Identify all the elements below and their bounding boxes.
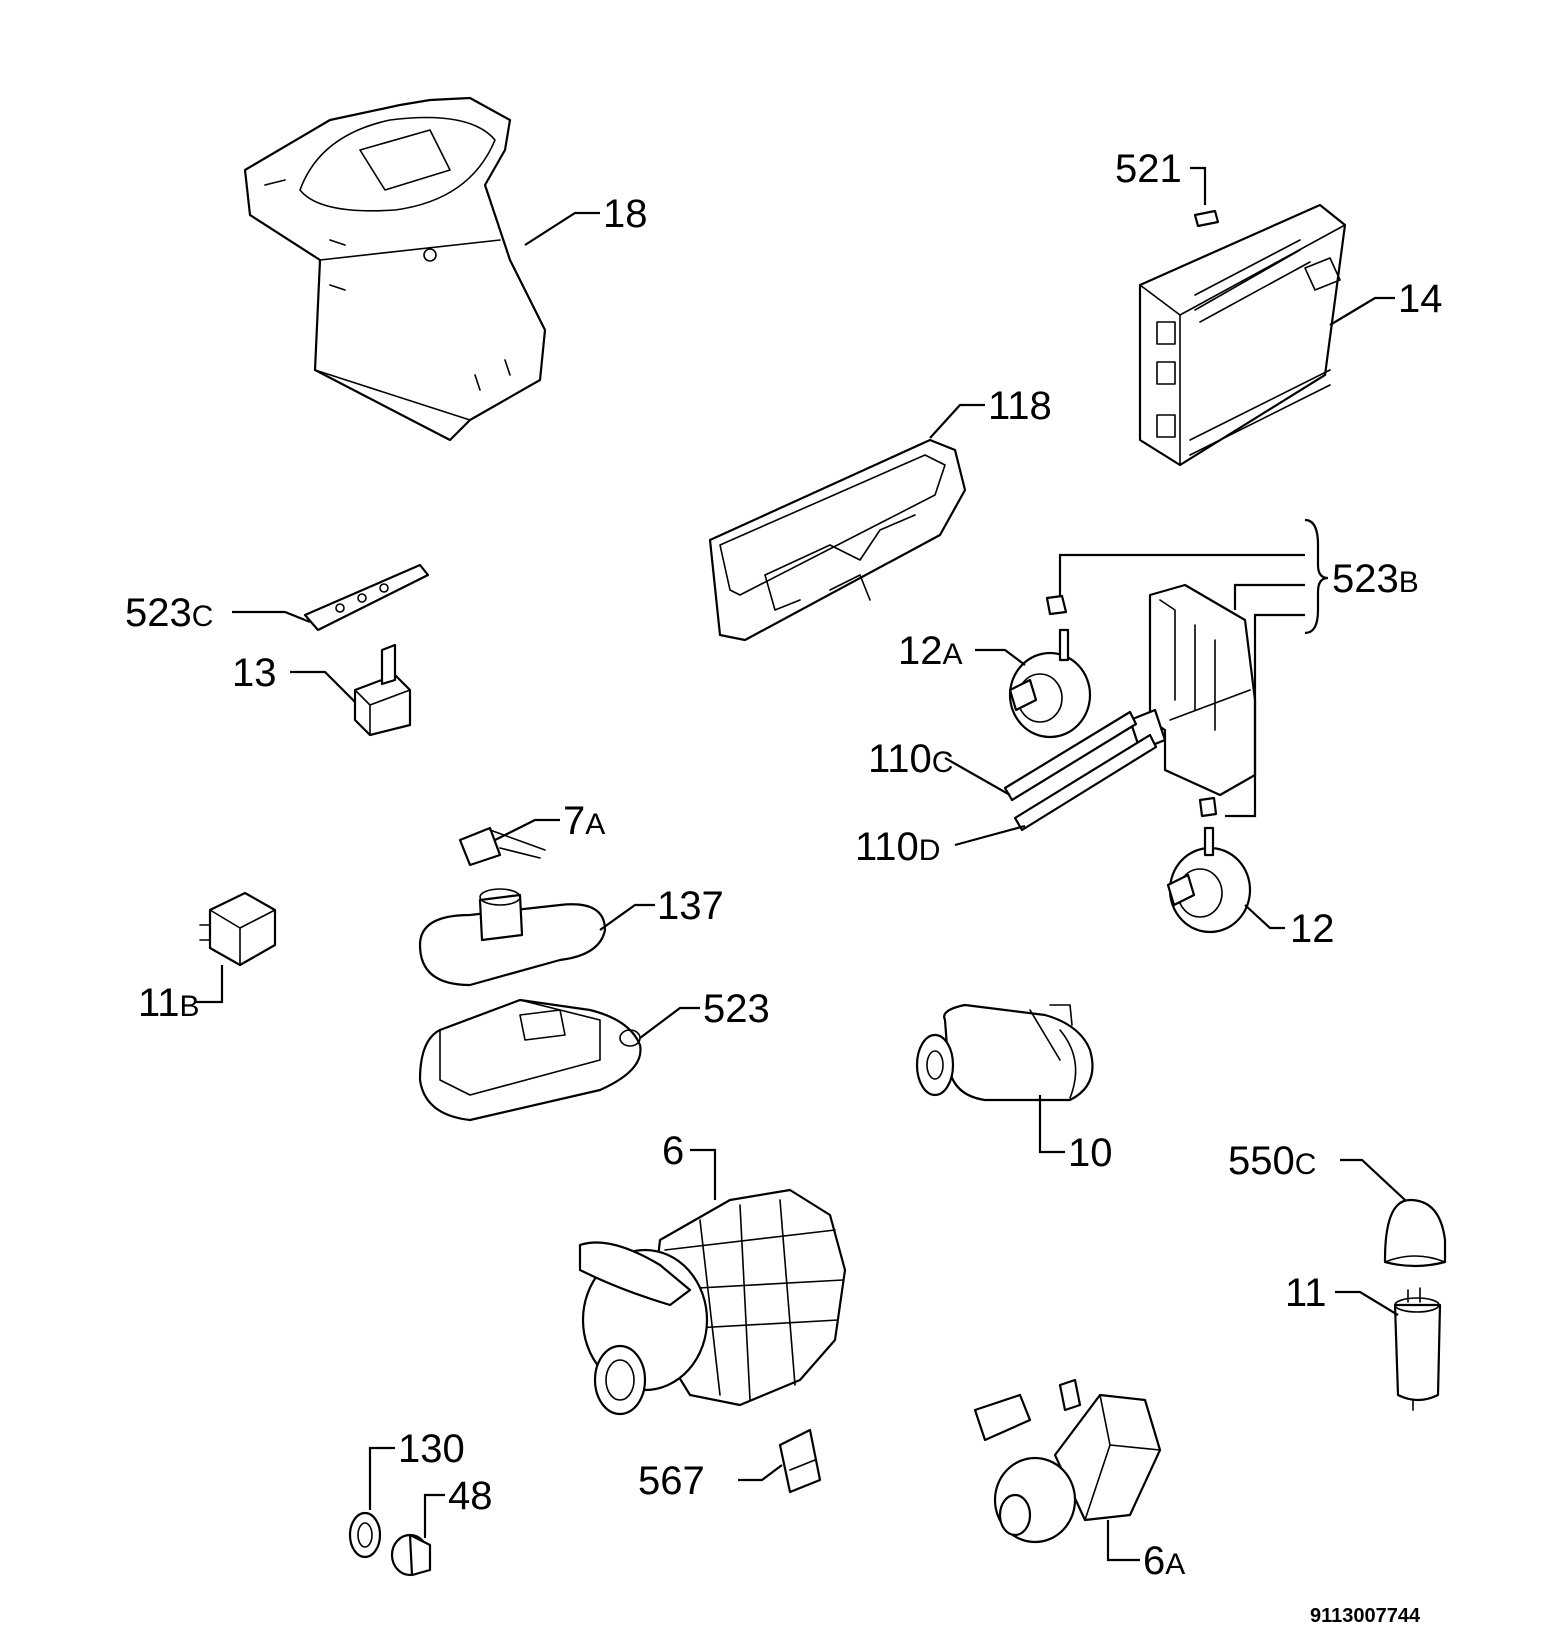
leader-523b-brace <box>1304 518 1329 635</box>
callout-118: 118 <box>988 384 1052 428</box>
leader-lines <box>195 166 1406 1562</box>
part-521-small-chip <box>1193 209 1220 228</box>
part-6-circulation-pump <box>578 1188 847 1416</box>
callout-13: 13 <box>232 651 277 695</box>
leader-12 <box>1244 904 1285 930</box>
callout-10: 10 <box>1068 1131 1113 1175</box>
leader-521 <box>1190 166 1207 205</box>
callout-521: 521 <box>1115 147 1182 191</box>
part-12a-pressure-switch <box>1008 594 1092 739</box>
leader-18 <box>524 211 600 246</box>
part-523-sensor-housing <box>418 998 642 1122</box>
leader-523b-mid <box>1233 583 1305 610</box>
part-567-clip <box>778 1428 822 1494</box>
callout-11: 11 <box>1285 1271 1327 1315</box>
leader-567 <box>738 1464 783 1482</box>
part-110c-hose <box>1003 710 1138 802</box>
part-13-switch <box>353 643 412 737</box>
callout-567: 567 <box>638 1459 705 1503</box>
part-7a-clip <box>458 826 546 867</box>
part-14-control-board <box>1138 203 1347 467</box>
part-137-sensor-cover <box>418 888 607 987</box>
leader-130 <box>368 1446 395 1510</box>
leader-523 <box>639 1006 700 1039</box>
callout-6a: 6A <box>1143 1539 1185 1583</box>
callout-6: 6 <box>662 1129 684 1173</box>
callout-130: 130 <box>398 1427 465 1471</box>
part-550c-capacitor-cap <box>1383 1198 1447 1268</box>
callout-523: 523 <box>703 987 770 1031</box>
part-523c-bracket-strip <box>303 563 430 632</box>
callout-523b: 523B <box>1332 557 1419 601</box>
part-118-display-panel <box>708 438 967 642</box>
part-48-plug <box>390 1533 432 1577</box>
callout-11b: 11B <box>138 981 200 1025</box>
part-10-heater <box>915 1003 1094 1102</box>
callout-7a: 7A <box>563 799 605 843</box>
part-12-pressure-switch <box>1166 826 1252 934</box>
callout-523c: 523C <box>125 591 213 635</box>
callout-137: 137 <box>657 884 724 928</box>
document-number: 9113007744 <box>1310 1605 1421 1627</box>
part-130-seal-ring <box>348 1511 382 1559</box>
leader-6a <box>1106 1520 1140 1562</box>
part-11b-relay <box>199 891 277 967</box>
part-110d-hose <box>1013 733 1158 832</box>
callout-18: 18 <box>603 192 648 236</box>
leader-12a <box>975 648 1026 666</box>
part-523b-pressure-chamber <box>1128 583 1257 797</box>
leader-11 <box>1335 1290 1399 1316</box>
leader-523b-top <box>1058 553 1305 596</box>
leader-6 <box>690 1148 717 1200</box>
callout-550c: 550C <box>1228 1139 1316 1183</box>
leader-48 <box>423 1493 445 1538</box>
callout-48: 48 <box>448 1474 493 1518</box>
callout-14: 14 <box>1398 277 1443 321</box>
leader-523b-bottom <box>1225 613 1305 818</box>
part-6a-drain-pump <box>973 1378 1162 1544</box>
leader-550c <box>1340 1158 1406 1201</box>
part-11-capacitor <box>1393 1287 1442 1411</box>
leader-137 <box>599 903 655 931</box>
callout-110d: 110D <box>855 825 940 869</box>
leader-110c <box>944 757 1011 796</box>
callout-12: 12 <box>1290 907 1335 951</box>
leader-7a <box>494 818 560 841</box>
leader-10 <box>1038 1095 1065 1154</box>
leader-13 <box>290 670 356 703</box>
leader-523c <box>232 610 311 624</box>
part-523b-nozzle <box>1198 796 1218 818</box>
leader-118 <box>929 403 985 439</box>
leader-110d <box>954 824 1026 847</box>
callout-labels: 18 521 14 118 523B 523C 13 12A 110C 110D… <box>125 147 1443 1583</box>
callout-110c: 110C <box>868 737 953 781</box>
leader-11b <box>195 965 224 1004</box>
leader-14 <box>1329 296 1395 326</box>
part-18-dispenser-housing <box>243 96 547 442</box>
callout-12a: 12A <box>898 629 963 673</box>
